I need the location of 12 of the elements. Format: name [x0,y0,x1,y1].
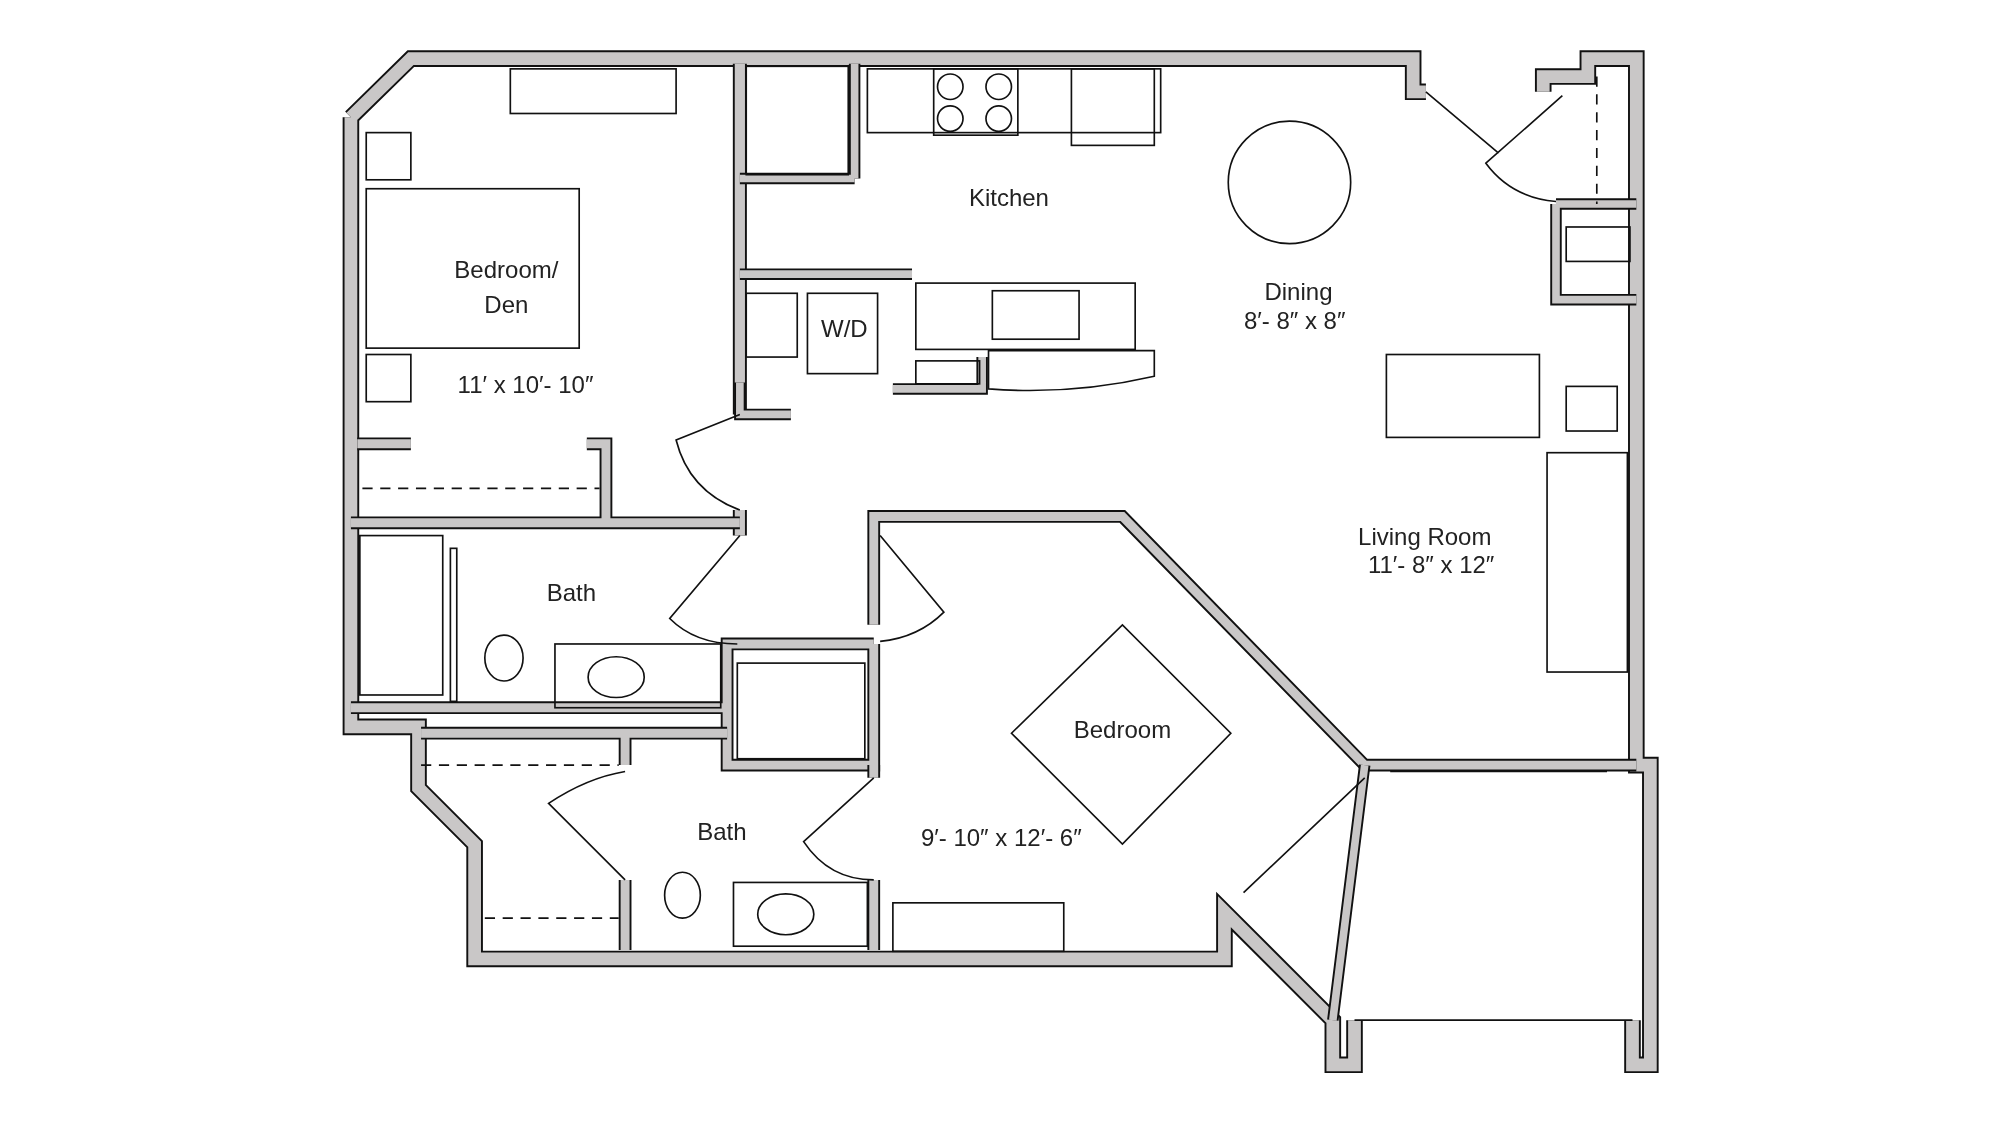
room-label: Bedroom/ Den [453,255,560,321]
room-label: W/D [821,313,868,344]
room-label: Dining [1264,276,1333,307]
dimension-label: 9′- 10″ x 12′- 6″ [920,822,1082,853]
room-label: Kitchen [968,182,1049,213]
dimension-label: 8′- 8″ x 8″ [1243,306,1346,336]
room-label: Bath [697,816,747,847]
dimension-label: 11′- 8″ x 12″ [1367,550,1495,580]
room-label: Living Room [1358,521,1492,552]
room-label: Bath [546,577,597,608]
dimension-label: 11′ x 10′- 10″ [457,369,594,400]
room-label: Bedroom [1073,714,1172,745]
